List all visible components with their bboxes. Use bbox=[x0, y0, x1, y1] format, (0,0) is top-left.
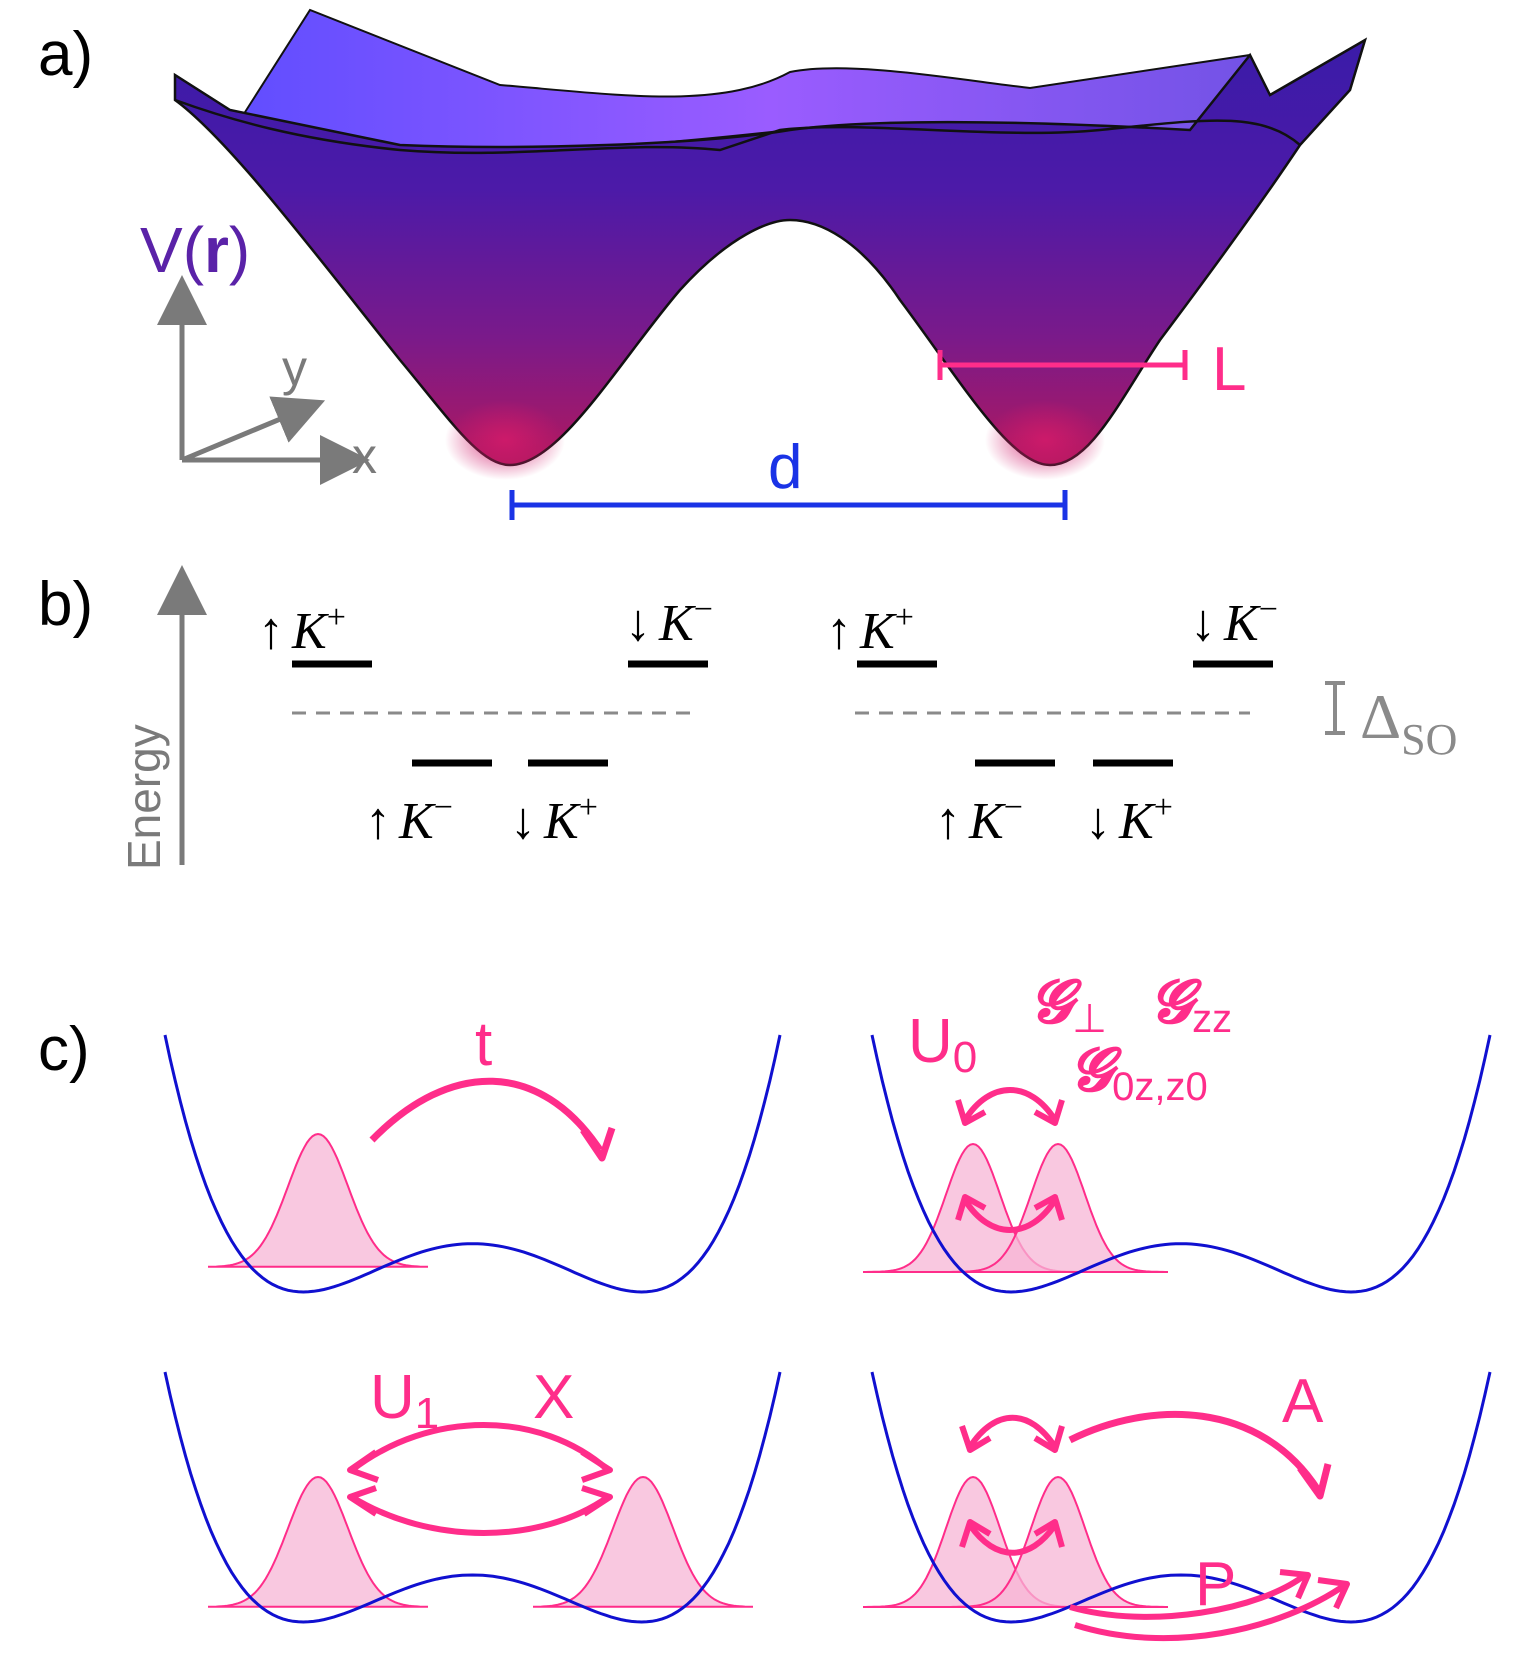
swap-arrow-lower bbox=[967, 1523, 1058, 1556]
onsite-U0-label: U0 bbox=[908, 1007, 977, 1082]
state-label: ↑K+ bbox=[258, 599, 346, 660]
state-label: ↑K+ bbox=[826, 599, 914, 660]
g-perp-label: 𝓖⊥ bbox=[1030, 969, 1107, 1041]
energy-levels bbox=[292, 660, 1273, 767]
gaussian-orbital bbox=[208, 1132, 428, 1268]
length-L-label: L bbox=[1212, 335, 1246, 404]
swap-arrow-upper bbox=[962, 1087, 1058, 1122]
length-d-label: d bbox=[768, 433, 802, 502]
length-L-bar bbox=[937, 350, 1188, 380]
panel-a: a) V(r) y x L d bbox=[38, 8, 1368, 520]
double-well-curve bbox=[870, 1034, 1492, 1294]
delta-so-label: ΔSO bbox=[1360, 681, 1457, 764]
surface-front-edge bbox=[174, 98, 1301, 155]
assisted-arrow bbox=[1068, 1410, 1321, 1492]
panel-c: c) t U0 𝓖⊥ 𝓖zz 𝓖0z,z0 bbox=[38, 969, 1492, 1642]
exchange-label: X bbox=[533, 1363, 574, 1432]
g-0z-label: 𝓖0z,z0 bbox=[1070, 1037, 1208, 1109]
swap-arrow-upper bbox=[967, 1414, 1058, 1449]
state-label: ↓K− bbox=[1190, 591, 1278, 652]
energy-axis-label: Energy bbox=[118, 724, 170, 870]
gaussian-orbital bbox=[208, 1475, 428, 1608]
pair-arrow-2 bbox=[1074, 1582, 1347, 1642]
right-well-glow bbox=[985, 400, 1105, 480]
delta-so-bracket bbox=[1325, 681, 1345, 735]
swap-arrowheads bbox=[955, 1099, 1065, 1221]
pair-label: P bbox=[1195, 1550, 1236, 1619]
panel-c-label: c) bbox=[38, 1015, 90, 1084]
state-label: ↓K+ bbox=[510, 789, 598, 850]
hopping-label: t bbox=[475, 1010, 492, 1079]
assisted-arrowhead bbox=[1297, 1463, 1332, 1500]
left-well-glow bbox=[445, 400, 565, 480]
subpanel-intersite: U1 X bbox=[163, 1363, 782, 1624]
xyz-axes bbox=[157, 275, 370, 485]
panel-b: b) Energy ↑K+ ↓K− ↑K− ↓K+ ↑K+ ↓K− ↑K− ↓K… bbox=[38, 565, 1457, 870]
subpanel-assisted-pair: A P bbox=[863, 1367, 1492, 1642]
panel-a-label: a) bbox=[38, 20, 93, 89]
intersite-arrowheads bbox=[347, 1449, 613, 1517]
intersite-U1-label: U1 bbox=[370, 1363, 439, 1438]
axis-y-label: y bbox=[282, 340, 307, 396]
hopping-arrow bbox=[369, 1077, 603, 1152]
intersite-arrow-upper bbox=[350, 1422, 610, 1473]
double-well-curve bbox=[870, 1371, 1492, 1624]
panel-b-label: b) bbox=[38, 570, 93, 639]
state-label: ↑K− bbox=[935, 789, 1023, 850]
axis-x-label: x bbox=[352, 428, 377, 484]
subpanel-hopping: t bbox=[163, 1010, 782, 1294]
double-well-curve bbox=[163, 1371, 782, 1624]
intersite-arrow-lower bbox=[350, 1494, 610, 1536]
state-label: ↓K+ bbox=[1085, 789, 1173, 850]
potential-label: V(r) bbox=[140, 214, 250, 286]
g-zz-label: 𝓖zz bbox=[1150, 969, 1232, 1041]
double-well-curve bbox=[163, 1034, 782, 1294]
state-label: ↓K− bbox=[625, 591, 713, 652]
state-label: ↑K− bbox=[365, 789, 453, 850]
gaussian-orbital bbox=[533, 1475, 753, 1608]
subpanel-onsite: U0 𝓖⊥ 𝓖zz 𝓖0z,z0 bbox=[863, 969, 1492, 1294]
length-d-bar bbox=[509, 490, 1068, 520]
pair-arrowheads bbox=[1279, 1569, 1350, 1610]
assisted-label: A bbox=[1282, 1367, 1324, 1436]
pair-arrow-1 bbox=[1069, 1572, 1307, 1620]
hopping-arrowhead bbox=[580, 1126, 616, 1162]
swap-arrow-lower bbox=[962, 1198, 1058, 1233]
swap-arrowheads bbox=[959, 1425, 1065, 1548]
